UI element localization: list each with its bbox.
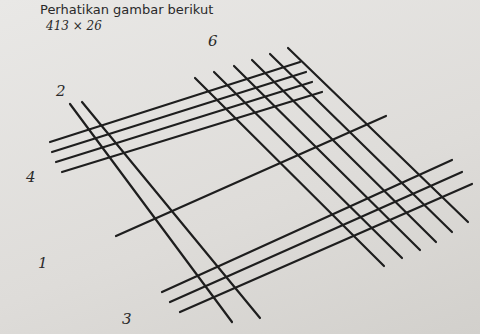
digit-line	[234, 66, 420, 250]
digit-line	[70, 104, 232, 322]
digit-line	[62, 92, 322, 172]
digit-label: 1	[38, 256, 48, 271]
digit-line	[214, 72, 402, 258]
digit-line	[252, 60, 436, 242]
digit-line	[50, 62, 300, 142]
digit-line	[170, 172, 462, 302]
digit-label: 3	[122, 312, 132, 327]
digit-label: 2	[56, 84, 66, 99]
digit-line	[82, 102, 260, 318]
digit-line	[56, 82, 312, 162]
problem-text: 413 × 26	[46, 20, 102, 32]
digit-line	[180, 184, 472, 312]
instruction-text: Perhatikan gambar berikut	[40, 3, 213, 16]
digit-line	[195, 78, 384, 266]
digit-line	[116, 116, 386, 236]
digit-label: 4	[26, 170, 36, 185]
digit-label: 6	[208, 34, 218, 49]
digit-line	[162, 160, 452, 292]
digit-line	[288, 48, 468, 222]
